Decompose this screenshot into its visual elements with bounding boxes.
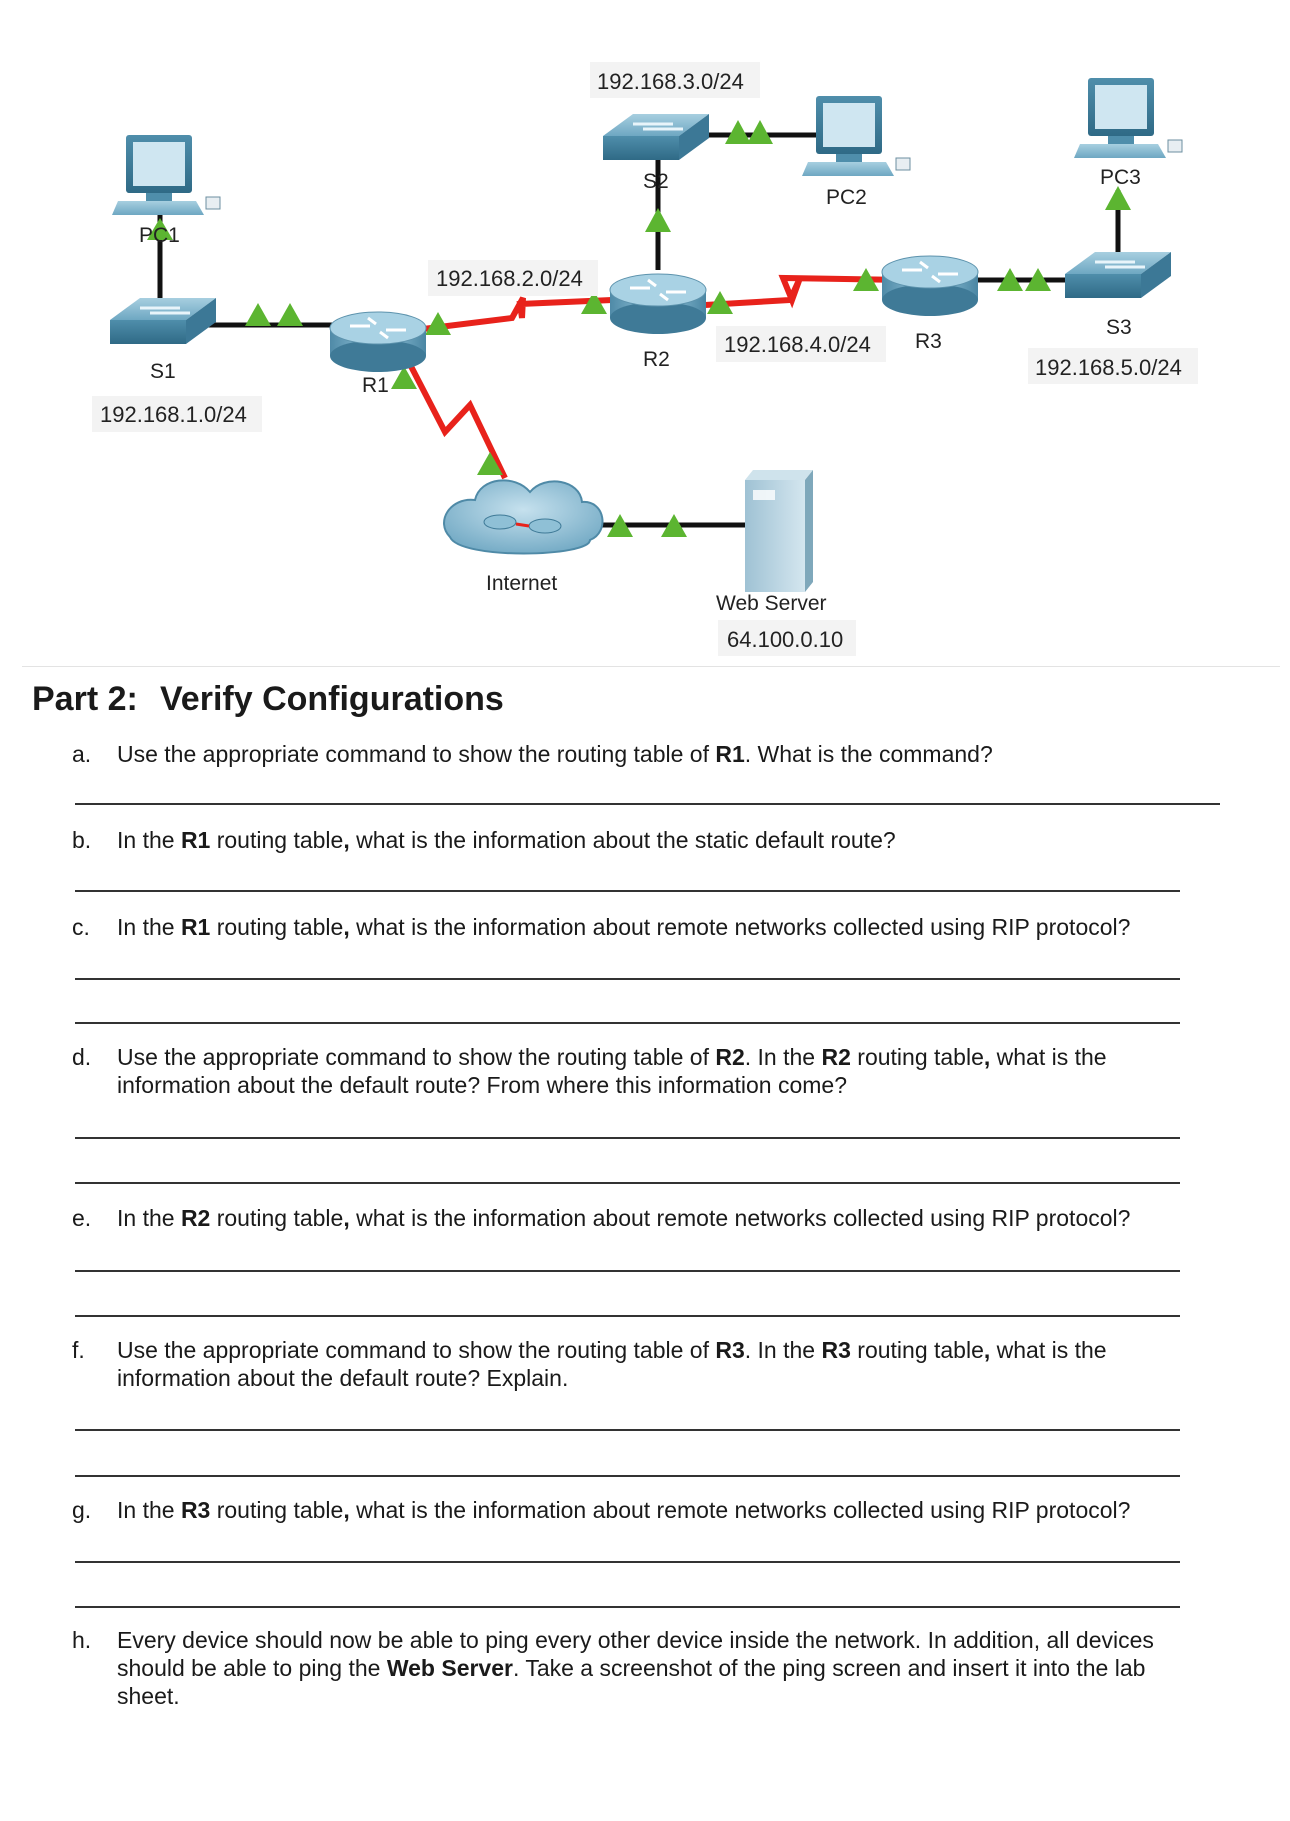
network-label-192-168-1: 192.168.1.0/24 — [100, 402, 247, 427]
answer-line[interactable] — [75, 1022, 1180, 1024]
answer-line[interactable] — [75, 1182, 1180, 1184]
device-labels: PC1 PC2 PC3 S1 S2 S3 R1 R2 R3 Internet W… — [139, 166, 1141, 615]
question-letter: h. — [72, 1627, 92, 1653]
r2-label: R2 — [643, 348, 670, 371]
part-heading: Part 2: Verify Configurations — [32, 680, 504, 719]
question-d: d. Use the appropriate command to show t… — [72, 1044, 1107, 1098]
s2-label: S2 — [643, 170, 669, 193]
pc3-label: PC3 — [1100, 166, 1141, 189]
pc2-label: PC2 — [826, 186, 867, 209]
r3-label: R3 — [915, 330, 942, 353]
network-label-192-168-4: 192.168.4.0/24 — [724, 332, 871, 357]
s1-label: S1 — [150, 360, 176, 383]
pc1-computer-icon[interactable] — [112, 135, 221, 215]
answer-line[interactable] — [75, 1270, 1180, 1272]
question-letter: a. — [72, 741, 92, 767]
r2-router-icon[interactable] — [609, 273, 707, 334]
question-b: b. In the R1 routing table, what is the … — [72, 827, 896, 853]
pc3-computer-icon[interactable] — [1074, 78, 1183, 158]
answer-line[interactable] — [75, 1606, 1180, 1608]
question-letter: b. — [72, 827, 92, 853]
question-letter: c. — [72, 914, 90, 940]
web-server-ip-label: 64.100.0.10 — [727, 627, 843, 652]
answer-line[interactable] — [75, 890, 1180, 892]
s2-switch-icon[interactable] — [603, 114, 709, 160]
network-label-192-168-5: 192.168.5.0/24 — [1035, 355, 1182, 380]
question-e: e. In the R2 routing table, what is the … — [72, 1205, 1131, 1231]
s1-switch-icon[interactable] — [110, 298, 216, 344]
answer-line[interactable] — [75, 1315, 1180, 1317]
r3-router-icon[interactable] — [881, 255, 979, 316]
network-topology-diagram: 192.168.3.0/24 192.168.2.0/24 192.168.4.… — [92, 62, 1198, 656]
answer-line[interactable] — [75, 1561, 1180, 1563]
r1-router-icon[interactable] — [329, 311, 427, 372]
web-server-icon[interactable] — [745, 470, 813, 592]
network-label-192-168-3: 192.168.3.0/24 — [597, 69, 744, 94]
question-letter: g. — [72, 1497, 92, 1523]
part-title: Verify Configurations — [160, 680, 504, 718]
part-number: Part 2: — [32, 680, 138, 718]
question-g: g. In the R3 routing table, what is the … — [72, 1497, 1131, 1523]
network-label-192-168-2: 192.168.2.0/24 — [436, 266, 583, 291]
pc1-label: PC1 — [139, 224, 180, 247]
question-letter: f. — [72, 1337, 85, 1363]
question-a: a. Use the appropriate command to show t… — [72, 741, 993, 767]
internet-label: Internet — [486, 572, 557, 595]
answer-line[interactable] — [75, 1429, 1180, 1431]
s3-label: S3 — [1106, 316, 1132, 339]
answer-line[interactable] — [75, 1475, 1180, 1477]
r1-label: R1 — [362, 374, 389, 397]
s3-switch-icon[interactable] — [1065, 252, 1171, 298]
question-letter: d. — [72, 1044, 92, 1070]
answer-line[interactable] — [75, 978, 1180, 980]
answer-line[interactable] — [75, 803, 1220, 805]
web-server-label: Web Server — [716, 592, 827, 615]
link-status-indicators — [147, 120, 1131, 537]
network-labels: 192.168.3.0/24 192.168.2.0/24 192.168.4.… — [92, 62, 1198, 656]
section-divider — [22, 666, 1280, 667]
internet-cloud-icon[interactable] — [443, 479, 604, 555]
pc2-computer-icon[interactable] — [802, 96, 911, 176]
answer-line[interactable] — [75, 1137, 1180, 1139]
question-h: h. Every device should now be able to pi… — [72, 1627, 1154, 1709]
question-c: c. In the R1 routing table, what is the … — [72, 914, 1131, 940]
question-letter: e. — [72, 1205, 92, 1231]
question-f: f. Use the appropriate command to show t… — [72, 1337, 1107, 1391]
